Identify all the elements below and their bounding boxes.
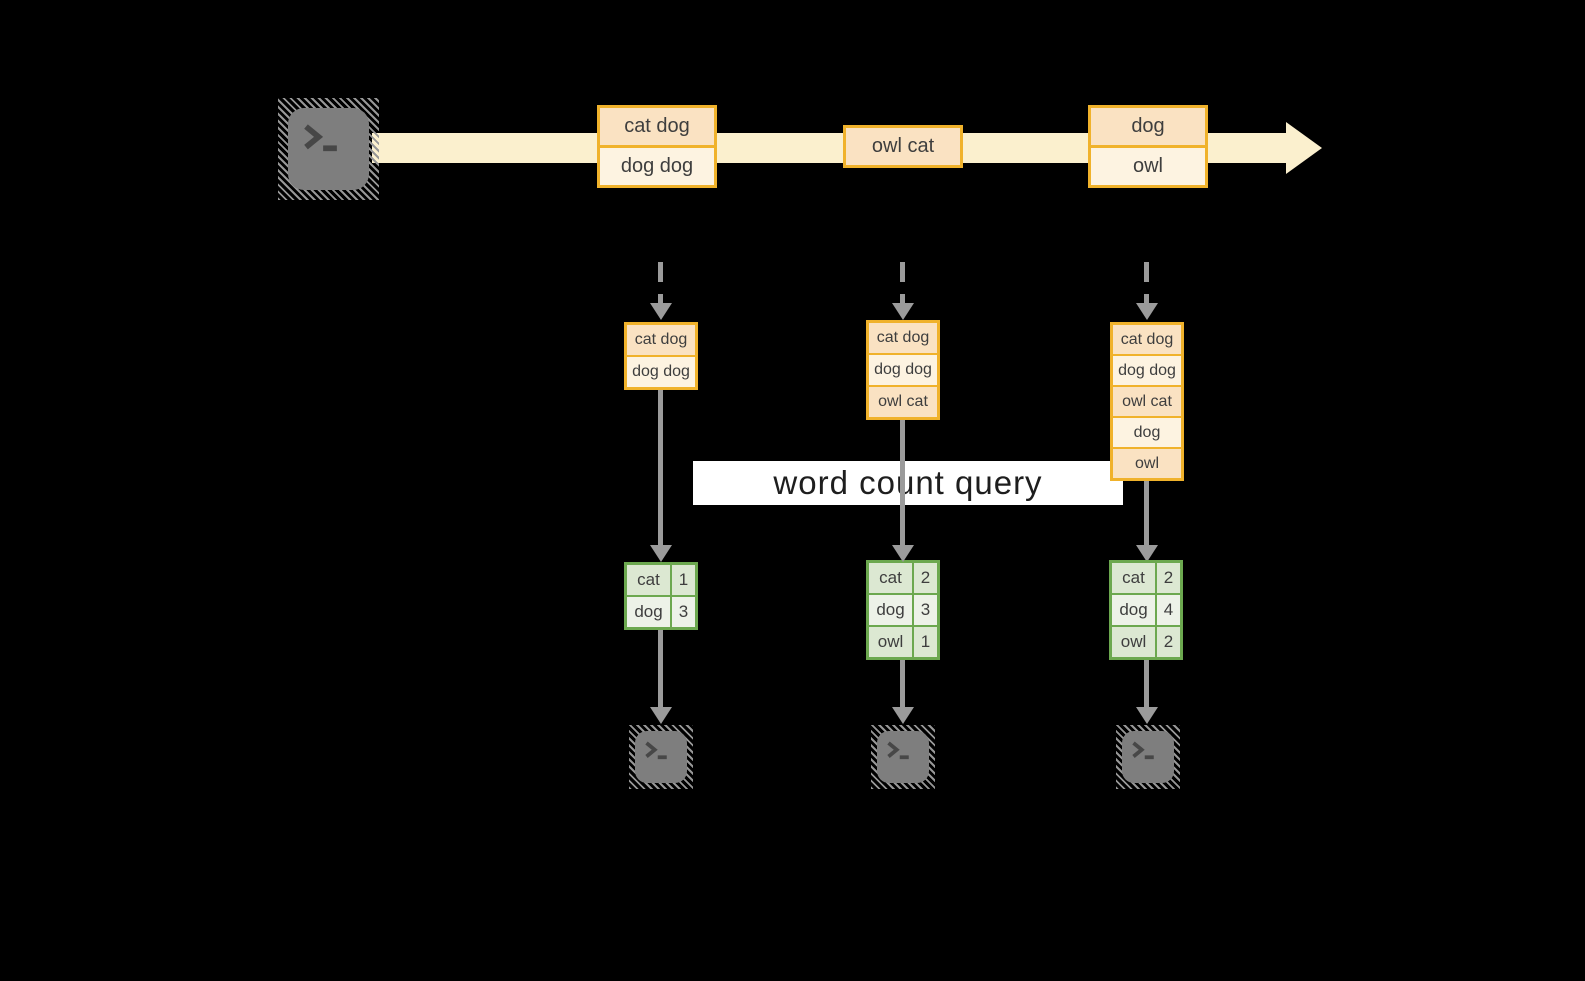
output-arrowhead-2	[892, 707, 914, 724]
buffered-event: dog	[1113, 416, 1181, 447]
word-cell: cat	[627, 565, 670, 595]
count-cell: 2	[1157, 563, 1180, 593]
stream-event-1: cat dog dog dog	[597, 105, 717, 188]
stream-event-line: owl	[1091, 145, 1205, 185]
count-cell: 1	[672, 565, 695, 595]
buffered-event: dog dog	[627, 355, 695, 387]
tap-arrow-line-3	[1144, 262, 1149, 304]
output-arrowhead-3	[1136, 707, 1158, 724]
count-cell: 4	[1157, 595, 1180, 625]
word-cell: dog	[869, 595, 912, 625]
query-arrow-line-1	[658, 390, 663, 546]
count-cell: 2	[914, 563, 937, 593]
output-terminal-icon-2	[871, 725, 935, 789]
word-cell: dog	[627, 597, 670, 627]
query-label: word count query	[693, 461, 1123, 505]
tap-arrow-line-2	[900, 262, 905, 304]
stream-event-2: owl cat	[843, 125, 963, 168]
tap-arrowhead-2	[892, 303, 914, 320]
stream-event-line: dog	[1091, 108, 1205, 145]
buffered-event: owl	[1113, 447, 1181, 478]
count-cell: 1	[914, 627, 937, 657]
stream-event-3: dog owl	[1088, 105, 1208, 188]
prompt-icon	[645, 741, 667, 759]
buffered-event: cat dog	[869, 323, 937, 353]
buffered-event: dog dog	[869, 353, 937, 385]
buffered-events-2: cat dog dog dog owl cat	[866, 320, 940, 420]
buffered-event: cat dog	[1113, 325, 1181, 354]
word-count-table-2: cat 2 dog 3 owl 1	[866, 560, 940, 660]
query-arrowhead-3	[1136, 545, 1158, 562]
stream-event-line: owl cat	[846, 128, 960, 165]
output-arrow-line-3	[1144, 660, 1149, 708]
terminal-screen	[635, 731, 687, 783]
buffered-event: owl cat	[869, 385, 937, 417]
query-arrow-line-3	[1144, 481, 1149, 546]
buffered-event: cat dog	[627, 325, 695, 355]
word-cell: owl	[869, 627, 912, 657]
output-arrow-line-2	[900, 660, 905, 708]
terminal-screen	[288, 108, 369, 190]
query-arrowhead-1	[650, 545, 672, 562]
stream-event-line: dog dog	[600, 145, 714, 185]
stream-event-line: cat dog	[600, 108, 714, 145]
word-cell: cat	[1112, 563, 1155, 593]
terminal-screen	[877, 731, 929, 783]
query-arrowhead-2	[892, 545, 914, 562]
buffered-events-3: cat dog dog dog owl cat dog owl	[1110, 322, 1184, 481]
output-arrow-line-1	[658, 630, 663, 708]
stream-arrowhead-icon	[1286, 122, 1322, 174]
buffered-events-1: cat dog dog dog	[624, 322, 698, 390]
query-arrow-line-2	[900, 420, 905, 546]
word-cell: dog	[1112, 595, 1155, 625]
count-cell: 2	[1157, 627, 1180, 657]
buffered-event: owl cat	[1113, 385, 1181, 416]
output-arrowhead-1	[650, 707, 672, 724]
output-terminal-icon-3	[1116, 725, 1180, 789]
terminal-screen	[1122, 731, 1174, 783]
word-cell: owl	[1112, 627, 1155, 657]
word-count-table-1: cat 1 dog 3	[624, 562, 698, 630]
count-cell: 3	[914, 595, 937, 625]
tap-arrow-line-1	[658, 262, 663, 304]
prompt-icon	[303, 124, 337, 152]
prompt-icon	[887, 741, 909, 759]
tap-arrowhead-1	[650, 303, 672, 320]
tap-arrowhead-3	[1136, 303, 1158, 320]
output-terminal-icon-1	[629, 725, 693, 789]
word-count-table-3: cat 2 dog 4 owl 2	[1109, 560, 1183, 660]
word-cell: cat	[869, 563, 912, 593]
buffered-event: dog dog	[1113, 354, 1181, 385]
count-cell: 3	[672, 597, 695, 627]
prompt-icon	[1132, 741, 1154, 759]
source-terminal-icon	[278, 98, 379, 200]
